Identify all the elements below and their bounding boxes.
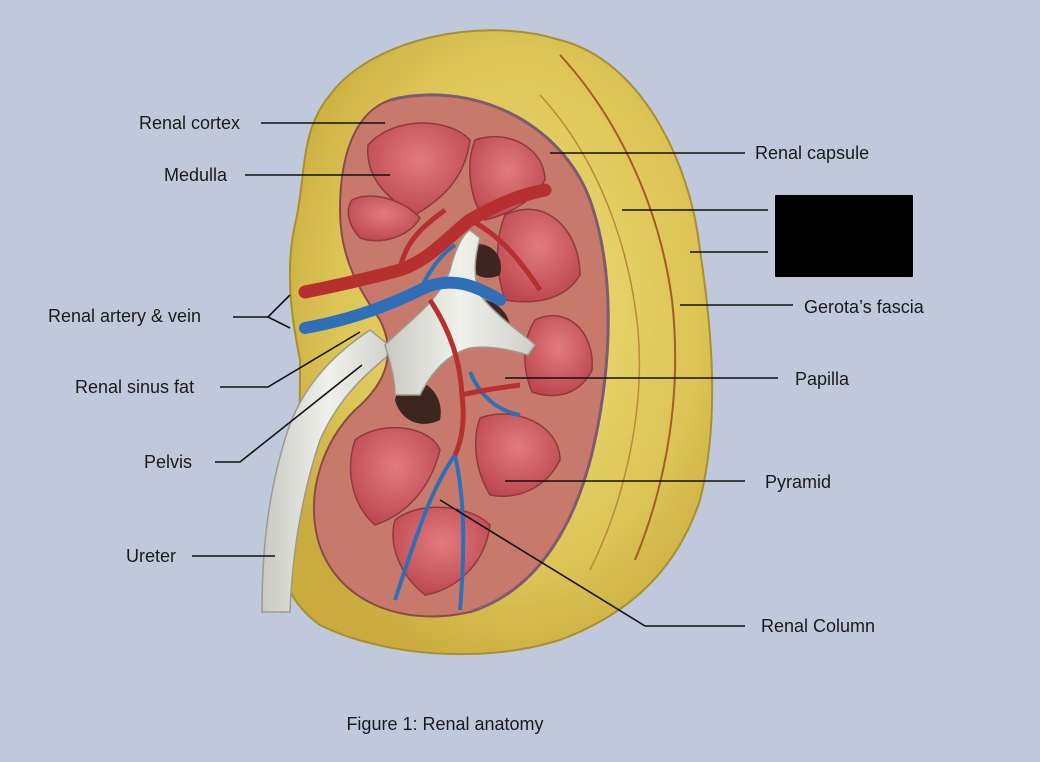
pyramid-6 xyxy=(474,413,561,497)
label-pelvis: Pelvis xyxy=(144,452,193,472)
pyramids xyxy=(347,122,593,596)
renal-pelvis xyxy=(384,229,536,396)
fascia-inner-line xyxy=(539,94,641,571)
label-renal-capsule: Renal capsule xyxy=(755,143,870,163)
pyramid-7 xyxy=(349,427,441,526)
renal-capsule xyxy=(389,93,610,614)
renal-vein xyxy=(299,276,506,334)
pyramid-1 xyxy=(367,122,471,216)
label-renal-artery-vein: Renal artery & vein xyxy=(48,306,202,326)
vein-branches xyxy=(393,243,521,611)
redacted-label-box xyxy=(775,195,913,277)
leader-lines xyxy=(192,122,793,627)
leader-renal-artery-vein xyxy=(233,294,291,329)
gerotas-fascia-line xyxy=(559,54,677,561)
pyramid-3 xyxy=(347,195,421,242)
figure-caption: Figure 1: Renal anatomy xyxy=(346,714,544,734)
pyramid-5 xyxy=(524,314,593,397)
label-gerotas-fascia: Gerota’s fascia xyxy=(804,297,924,317)
label-ureter: Ureter xyxy=(126,546,177,566)
label-renal-cortex: Renal cortex xyxy=(139,113,241,133)
label-medulla: Medulla xyxy=(164,165,228,185)
renal-artery xyxy=(298,183,552,299)
label-renal-column: Renal Column xyxy=(761,616,876,636)
leader-renal-sinus-fat xyxy=(220,331,361,388)
ureter xyxy=(261,329,397,613)
label-papilla: Papilla xyxy=(795,369,850,389)
label-pyramid: Pyramid xyxy=(765,472,832,492)
label-renal-sinus-fat: Renal sinus fat xyxy=(75,377,195,397)
leader-pelvis xyxy=(215,364,363,463)
artery-branches xyxy=(397,208,543,457)
leader-renal-column xyxy=(439,499,745,627)
